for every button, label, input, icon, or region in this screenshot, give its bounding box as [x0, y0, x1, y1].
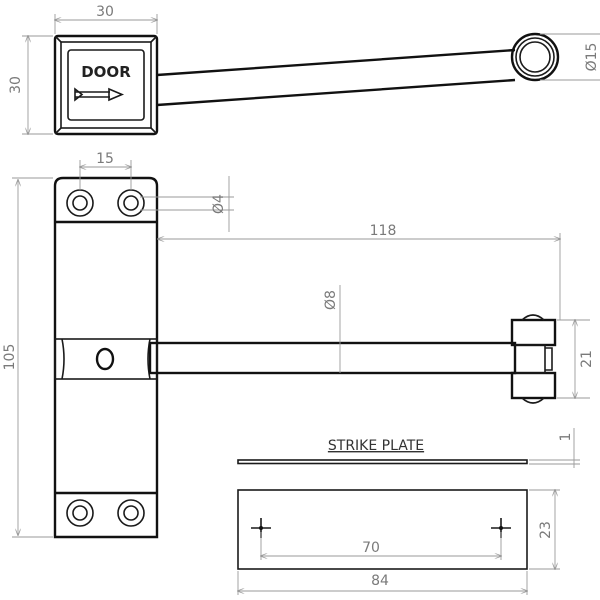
arm-top-view	[156, 48, 516, 107]
arm-length-dim: 118	[370, 223, 397, 239]
strike-plate-side	[237, 459, 528, 465]
plate-height-dim: 23	[538, 521, 554, 539]
roller-outer	[510, 32, 560, 82]
strike-plate-face	[237, 489, 528, 570]
button-bezel	[60, 41, 152, 129]
roller-height-dim: 21	[579, 350, 595, 368]
plate-hole-spacing-dim: 70	[362, 540, 380, 556]
top-height-dim: 30	[8, 76, 24, 94]
arm-diameter-dim: Ø8	[323, 290, 339, 310]
roller-top	[510, 318, 557, 347]
roller-diameter-dim: Ø15	[584, 43, 600, 72]
button-housing	[53, 34, 159, 136]
plate-length-dim: 84	[371, 573, 389, 589]
closer-body	[53, 176, 159, 539]
adjust-screw	[95, 347, 115, 371]
roller-bottom	[510, 371, 557, 400]
hole-diameter-dim: Ø4	[211, 194, 227, 214]
button-face	[67, 49, 145, 121]
plate-thickness-dim: 1	[558, 433, 574, 442]
door-label: DOOR	[81, 63, 131, 81]
arrow-icon	[74, 87, 125, 102]
crosshair-icon	[251, 518, 511, 538]
strike-plate: STRIKE PLATE 1 70 84 23	[238, 428, 580, 595]
strike-plate-title: STRIKE PLATE	[328, 438, 424, 454]
body-height-dim: 105	[2, 344, 18, 371]
top-view: DOOR 30 30 Ø15	[8, 4, 600, 136]
top-width-dim: 30	[96, 4, 114, 20]
arm	[148, 341, 517, 375]
hole-spacing-dim: 15	[96, 151, 114, 167]
front-view: 15 Ø4 118 Ø8 105 21	[2, 151, 595, 539]
hinge-section	[54, 338, 158, 380]
mounting-holes	[66, 189, 145, 527]
